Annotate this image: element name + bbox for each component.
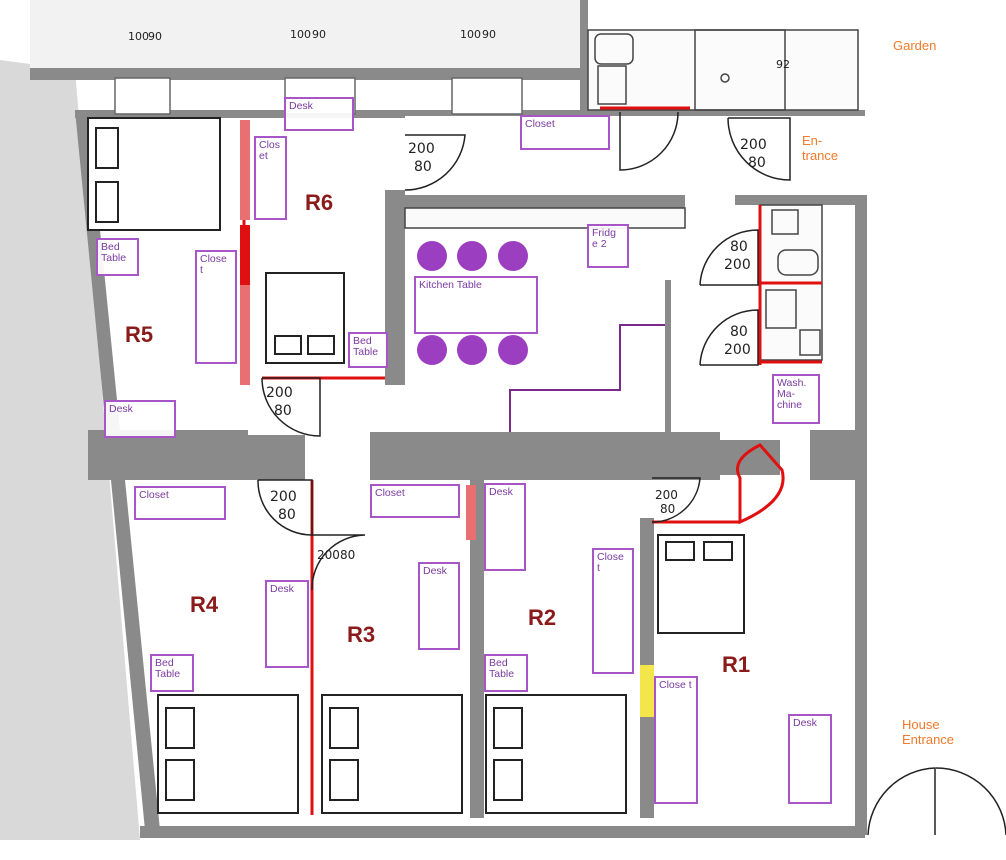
left-exterior-area	[0, 60, 140, 840]
closet-r2: Close t	[592, 548, 634, 674]
door-dim-entrance-width: 200	[740, 137, 767, 153]
bed-r5	[87, 117, 221, 231]
desk-r5: Desk	[104, 400, 176, 438]
stool	[417, 335, 447, 365]
garden-label: Garden	[893, 38, 937, 53]
door-dim-r4-height: 80	[278, 507, 296, 523]
closet-r3: Closet	[370, 484, 460, 518]
red-partition-fills	[240, 120, 476, 540]
house-entrance-doors	[867, 767, 1006, 836]
bed-r6	[265, 272, 345, 364]
bed-table-r6: Bed Table	[348, 332, 388, 368]
house-entrance-label: House Entrance	[902, 717, 955, 747]
window-dim-100-c: 100	[128, 30, 149, 43]
kitchen-divider	[509, 324, 665, 432]
bed-r4	[157, 694, 299, 814]
room-label-r5: R5	[125, 322, 154, 347]
stool	[417, 241, 447, 271]
fridge: Fridg e 2	[587, 224, 629, 268]
door-dim-bath-top-height: 80	[730, 239, 748, 255]
washing-machine: Wash. Ma- chine	[772, 374, 820, 424]
door-dim-r3-width: 200	[317, 548, 340, 562]
pillows	[95, 127, 733, 801]
bed-table-r5: Bed Table	[96, 238, 139, 276]
desk-r2: Desk	[484, 483, 526, 571]
kitchen-table: Kitchen Table	[414, 276, 538, 334]
closet-r4: Closet	[134, 486, 226, 520]
bed-r3	[321, 694, 463, 814]
window-dim-100-a: 100	[290, 28, 311, 41]
window-dim-100-b: 100	[460, 28, 481, 41]
closet-r5: Close t	[195, 250, 237, 364]
door-dim-r3-height: 80	[340, 548, 356, 562]
door-dim-bath-bottom-width: 200	[724, 342, 751, 358]
window-dim-90-b: 90	[482, 28, 496, 41]
closet-r1: Close t	[654, 676, 698, 804]
room-label-r4: R4	[190, 592, 219, 617]
bed-r1	[657, 534, 745, 634]
door-dim-bath-bottom-height: 80	[730, 324, 748, 340]
beds	[87, 117, 745, 814]
bed-r2	[485, 694, 627, 814]
door-dim-hall-width: 200	[408, 141, 435, 157]
door-dim-r5-width: 200	[266, 385, 293, 401]
stool	[498, 335, 528, 365]
door-dim-r1-height: 80	[660, 502, 676, 516]
room-label-r2: R2	[528, 605, 557, 630]
desk-r6-top: Desk	[284, 97, 354, 131]
kitchen-stools	[417, 241, 528, 365]
door-dim-entrance-height: 80	[748, 155, 766, 171]
door-dim-r5-height: 80	[274, 403, 292, 419]
bathroom-top	[587, 29, 859, 111]
shower-dim: 92	[776, 58, 790, 71]
room-label-r1: R1	[722, 652, 751, 677]
entrance-label: En- trance	[802, 133, 839, 163]
room-label-r3: R3	[347, 622, 376, 647]
desk-r4: Desk	[265, 580, 309, 668]
closet-r6: Clos et	[254, 136, 287, 220]
door-dim-r1-width: 200	[655, 488, 678, 502]
top-exterior-strip	[30, 0, 580, 75]
desk-r3: Desk	[418, 562, 460, 650]
bed-table-r2: Bed Table	[484, 654, 528, 692]
stool	[498, 241, 528, 271]
interior-walls	[88, 190, 858, 818]
room-label-r6: R6	[305, 190, 334, 215]
kitchen-counter	[404, 207, 686, 229]
window-dim-90-a: 90	[312, 28, 326, 41]
door-dim-hall-height: 80	[414, 159, 432, 175]
door-swings	[257, 111, 791, 591]
bed-table-r4: Bed Table	[150, 654, 194, 692]
desk-r1: Desk	[788, 714, 832, 804]
door-dim-bath-top-width: 200	[724, 257, 751, 273]
closet-hall: Closet	[520, 115, 610, 150]
stool	[457, 241, 487, 271]
top-windows	[114, 77, 523, 115]
stool	[457, 335, 487, 365]
yellow-marker	[640, 665, 654, 717]
window-dim-90-c: 90	[148, 30, 162, 43]
door-dim-r4-width: 200	[270, 489, 297, 505]
